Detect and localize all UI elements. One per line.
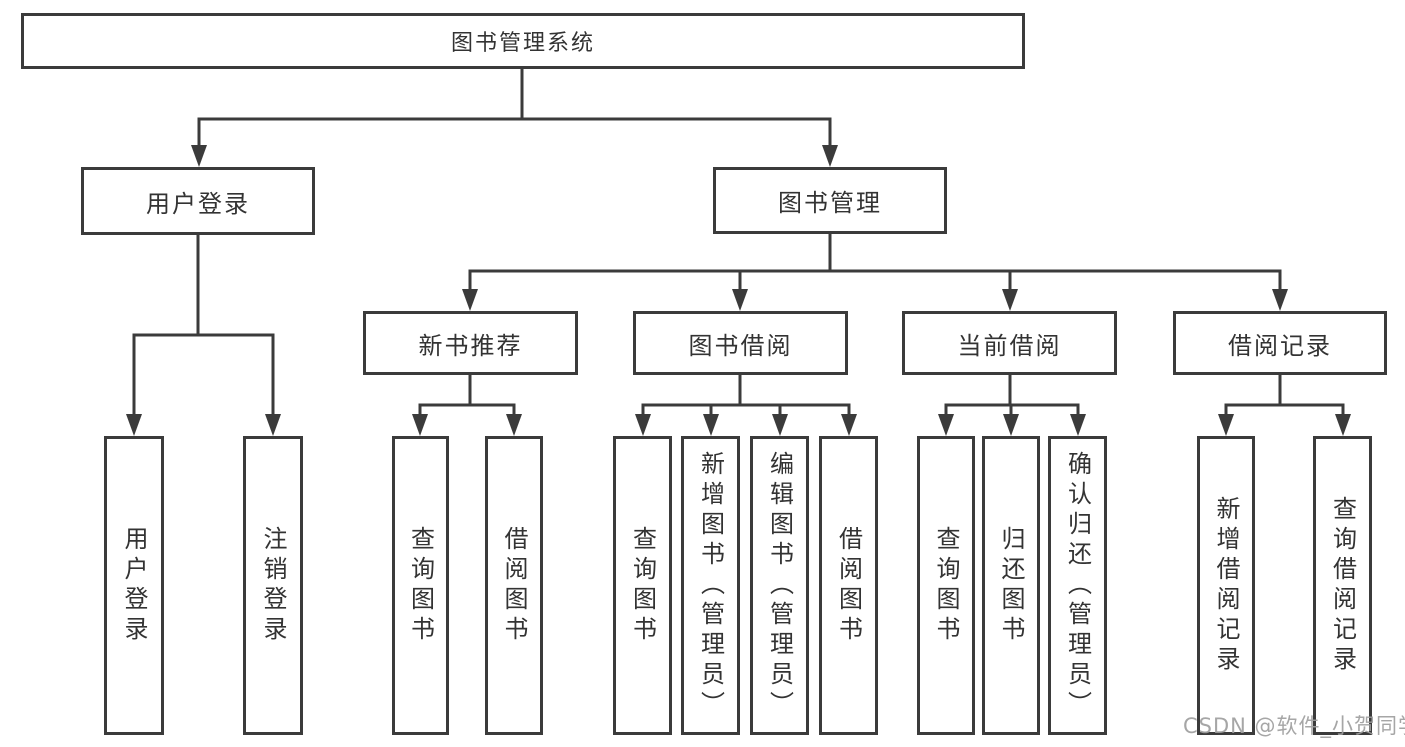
arrow-down-icon — [635, 414, 651, 436]
node-label: 图书管理 — [778, 189, 882, 217]
node-current-borrow: 当前借阅 — [902, 311, 1117, 375]
node-label: 图书借阅 — [688, 331, 793, 360]
leaf-bb-edit-book-admin: 编辑图书（管理员） — [750, 436, 809, 735]
arrow-down-icon — [265, 414, 281, 436]
node-label: 查询图书 — [932, 525, 960, 646]
arrow-down-icon — [1002, 289, 1018, 311]
node-book-borrow: 图书借阅 — [633, 311, 848, 375]
arrow-down-icon — [772, 414, 788, 436]
node-label: 借阅图书 — [834, 525, 863, 646]
node-root-system: 图书管理系统 — [21, 13, 1025, 69]
arrow-down-icon — [1335, 414, 1351, 436]
arrow-down-icon — [822, 145, 838, 167]
leaf-user-login: 用户登录 — [104, 436, 164, 735]
leaf-cb-return-book: 归还图书 — [982, 436, 1040, 735]
arrow-down-icon — [841, 414, 857, 436]
leaf-bb-add-book-admin: 新增图书（管理员） — [681, 436, 740, 735]
leaf-cb-confirm-return-admin: 确认归还（管理员） — [1048, 436, 1107, 735]
node-label: 注销登录 — [259, 525, 287, 646]
arrow-down-icon — [1218, 414, 1234, 436]
leaf-cb-query-book: 查询图书 — [917, 436, 975, 735]
connector-user-login-to-children — [132, 233, 275, 416]
leaf-br-add-record: 新增借阅记录 — [1197, 436, 1255, 735]
arrow-down-icon — [1272, 289, 1288, 311]
node-label: 用户登录 — [146, 189, 250, 218]
leaf-bb-borrow-book: 借阅图书 — [819, 436, 878, 735]
leaf-br-query-record: 查询借阅记录 — [1313, 436, 1372, 735]
node-label: 借阅记录 — [1228, 331, 1332, 360]
node-label: 确认归还（管理员） — [1063, 450, 1092, 721]
node-label: 新增图书（管理员） — [696, 450, 725, 721]
connector-borrow-record-to-children — [1224, 373, 1345, 416]
node-new-book-recommend: 新书推荐 — [363, 311, 578, 375]
csdn-watermark: CSDN @软件_小贺同学 — [1183, 714, 1405, 738]
connector-book-borrow-to-children — [641, 373, 851, 416]
connector-current-borrow-to-children — [944, 373, 1080, 416]
arrow-down-icon — [506, 414, 522, 436]
node-label: 当前借阅 — [957, 331, 1062, 360]
node-label: 新书推荐 — [418, 331, 523, 360]
arrowheads — [126, 145, 1351, 436]
leaf-bb-query-book: 查询图书 — [613, 436, 672, 735]
arrow-down-icon — [732, 289, 748, 311]
arrow-down-icon — [126, 414, 142, 436]
node-label: 查询图书 — [628, 525, 657, 646]
node-user-login: 用户登录 — [81, 167, 315, 235]
arrow-down-icon — [1003, 414, 1019, 436]
connector-book-mgmt-to-children — [468, 232, 1282, 291]
node-label: 编辑图书（管理员） — [765, 450, 794, 721]
node-label: 用户登录 — [120, 525, 148, 646]
connector-new-book-rec-to-children — [418, 373, 516, 416]
arrow-down-icon — [412, 414, 428, 436]
leaf-rec-borrow-book: 借阅图书 — [485, 436, 543, 735]
node-label: 借阅图书 — [500, 525, 528, 646]
arrow-down-icon — [938, 414, 954, 436]
node-label: 查询借阅记录 — [1328, 495, 1357, 676]
connector-root-to-level2 — [197, 67, 832, 147]
node-label: 归还图书 — [997, 525, 1025, 646]
leaf-rec-query-book: 查询图书 — [392, 436, 449, 735]
arrow-down-icon — [462, 289, 478, 311]
leaf-logout: 注销登录 — [243, 436, 303, 735]
node-label: 图书管理系统 — [450, 31, 595, 56]
node-book-management: 图书管理 — [713, 167, 947, 234]
arrow-down-icon — [1070, 414, 1086, 436]
node-label: 新增借阅记录 — [1212, 495, 1240, 676]
arrow-down-icon — [703, 414, 719, 436]
node-borrow-record: 借阅记录 — [1173, 311, 1387, 375]
node-label: 查询图书 — [406, 525, 435, 646]
arrow-down-icon — [191, 145, 207, 167]
